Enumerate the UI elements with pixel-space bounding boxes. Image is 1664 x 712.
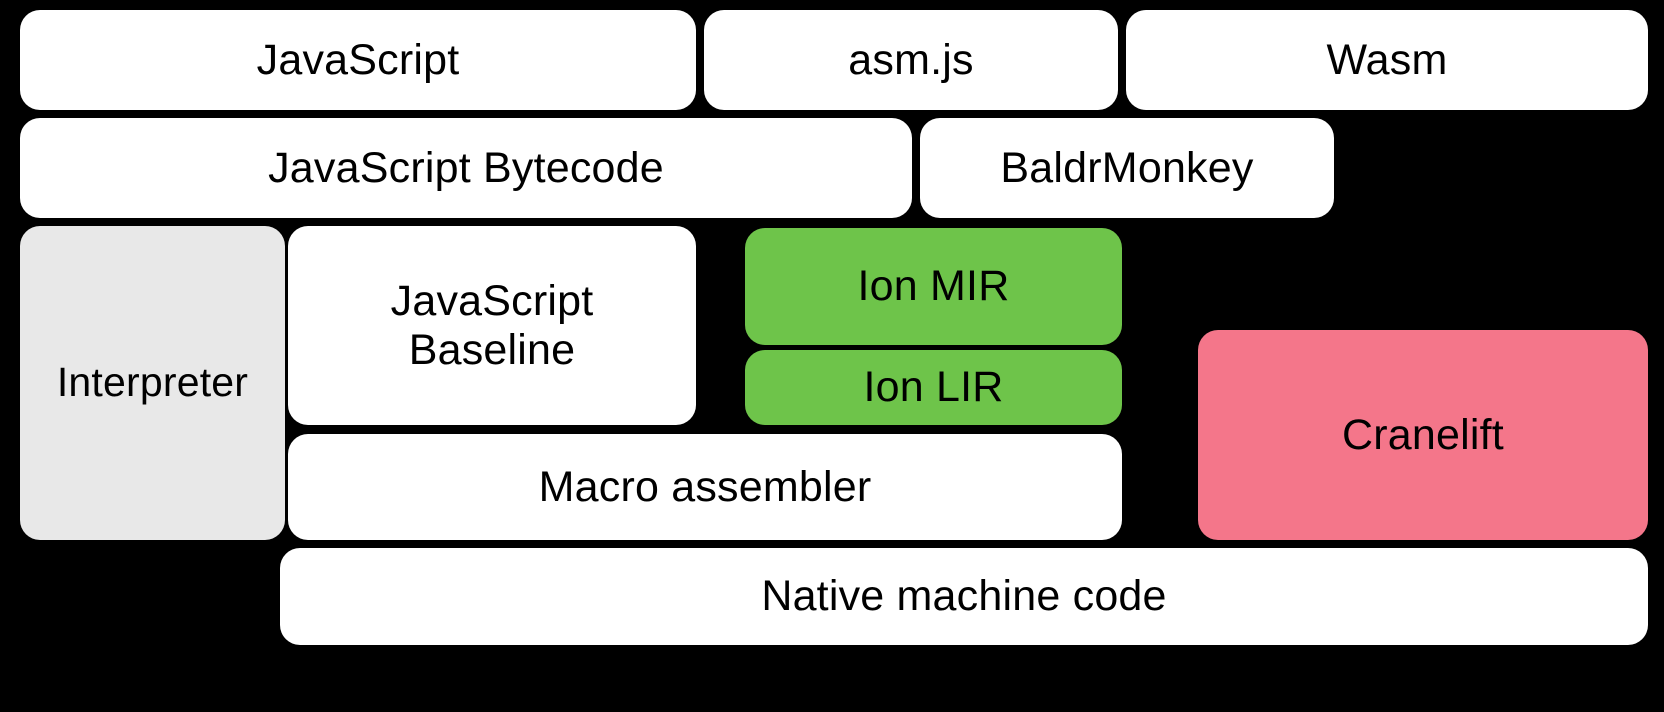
node-ion-mir[interactable]: Ion MIR [745,228,1122,345]
node-baldrmonkey[interactable]: BaldrMonkey [920,118,1334,218]
node-asmjs[interactable]: asm.js [704,10,1118,110]
node-javascript-bytecode[interactable]: JavaScript Bytecode [20,118,912,218]
node-ion-lir[interactable]: Ion LIR [745,350,1122,425]
node-javascript[interactable]: JavaScript [20,10,696,110]
node-cranelift[interactable]: Cranelift [1198,330,1648,540]
node-wasm[interactable]: Wasm [1126,10,1648,110]
node-macro-assembler[interactable]: Macro assembler [288,434,1122,540]
node-native-machine-code[interactable]: Native machine code [280,548,1648,645]
node-javascript-baseline[interactable]: JavaScript Baseline [288,226,696,425]
node-interpreter[interactable]: Interpreter [20,226,285,540]
